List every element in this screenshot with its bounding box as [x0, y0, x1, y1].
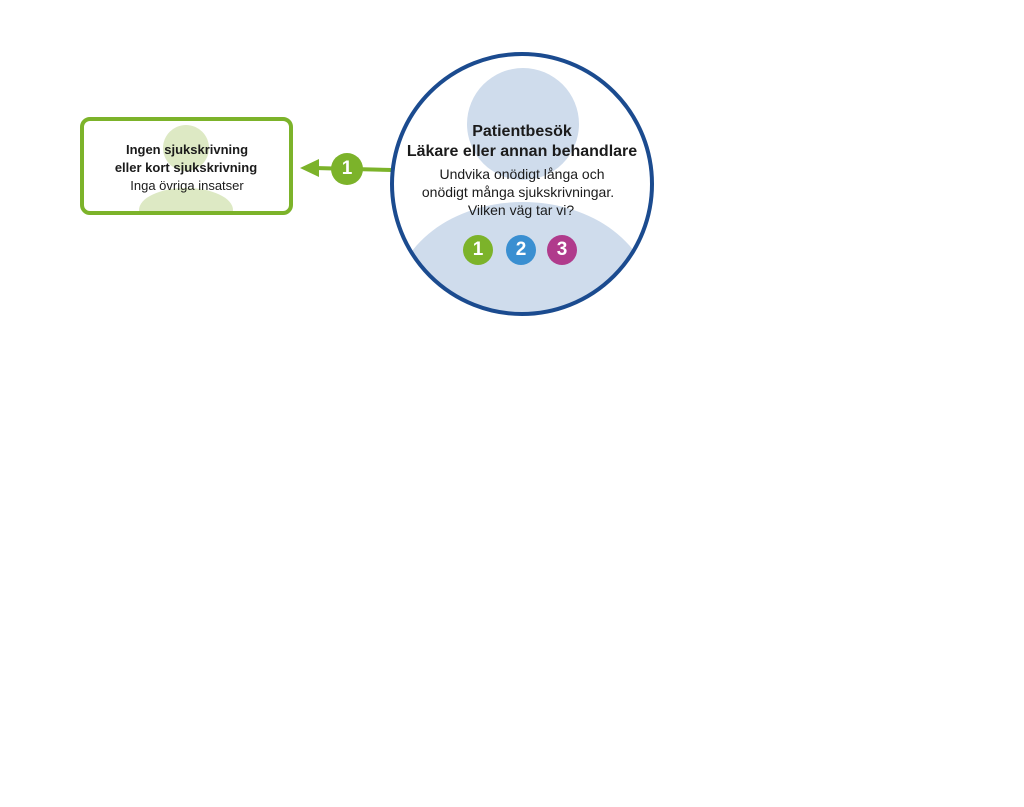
path-1-badge[interactable]: 1 — [463, 235, 493, 265]
person-silhouette-icon — [395, 68, 651, 313]
connector-badge-circle — [331, 153, 363, 185]
connector-arrow — [300, 153, 393, 185]
path-3-badge[interactable]: 3 — [547, 235, 577, 265]
person-silhouette-icon — [139, 125, 233, 211]
connector-badge: 1 — [341, 158, 353, 179]
outcome-line-2: eller kort sjukskrivning — [114, 160, 258, 175]
outcome-box — [80, 117, 293, 215]
visit-body-line-3: Vilken väg tar vi? — [467, 202, 575, 218]
outcome-line-1: Ingen sjukskrivning — [125, 142, 249, 157]
visit-body-line-1: Undvika onödigt långa och — [439, 166, 605, 182]
visit-body-line-2: onödigt många sjukskrivningar. — [421, 184, 615, 200]
outcome-line-3: Inga övriga insatser — [130, 178, 244, 193]
visit-subtitle: Läkare eller annan behandlare — [406, 143, 638, 160]
visit-title: Patientbesök — [472, 123, 572, 140]
arrow-left-icon — [300, 159, 319, 177]
path-2-badge[interactable]: 2 — [506, 235, 536, 265]
patient-visit-circle — [390, 52, 654, 316]
